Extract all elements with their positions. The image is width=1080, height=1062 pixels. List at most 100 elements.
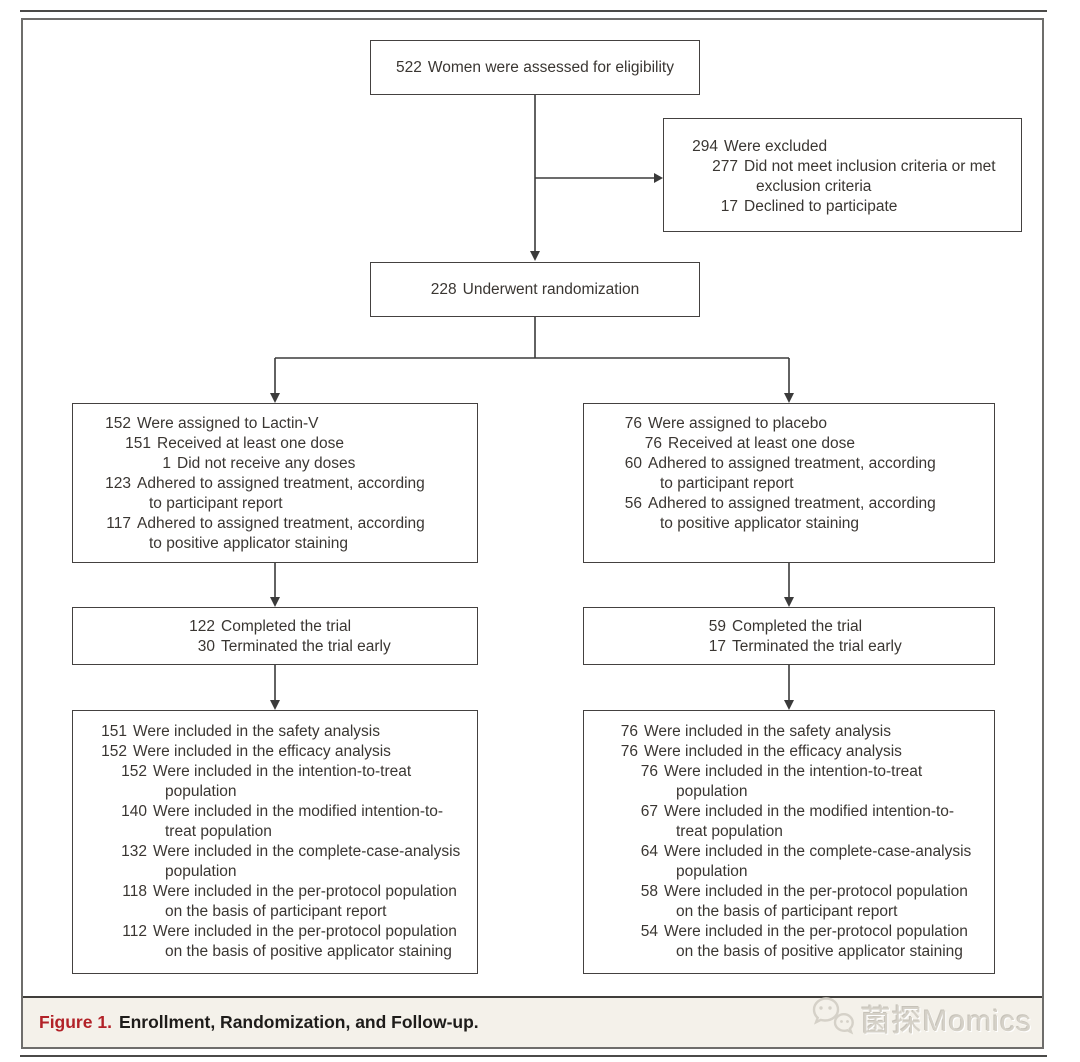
- flow-line-text: population: [165, 863, 237, 880]
- figure-caption-label: Figure 1.: [39, 1012, 112, 1032]
- flow-line-text: Adhered to assigned treatment, according: [137, 515, 425, 532]
- flow-line: on the basis of participant report: [117, 902, 471, 922]
- flow-line-text: Were included in the modified intention-…: [153, 803, 444, 820]
- flow-line-count: 152: [101, 743, 127, 760]
- arrowhead-right: [654, 173, 663, 183]
- flow-line: population: [628, 782, 988, 802]
- flow-line-text: to participant report: [149, 495, 283, 512]
- flow-line-count: 294: [692, 138, 718, 155]
- flow-line-count: 17: [720, 198, 738, 215]
- flow-line-count: 59: [708, 618, 726, 635]
- flow-line-count: 54: [640, 923, 658, 940]
- arrowhead-down: [270, 393, 280, 403]
- flow-line-count: 76: [620, 743, 638, 760]
- flow-line: 151 Were included in the safety analysis: [97, 722, 471, 742]
- arrowhead-down: [270, 597, 280, 607]
- flow-line-count: 118: [122, 883, 147, 900]
- bottom-rule: [20, 1055, 1047, 1057]
- flow-line: on the basis of participant report: [628, 902, 988, 922]
- flow-line-count: 277: [712, 158, 738, 175]
- flow-line: 76 Were included in the safety analysis: [608, 722, 988, 742]
- flow-line-count: 152: [121, 763, 147, 780]
- flow-line: to positive applicator staining: [101, 534, 469, 554]
- flow-line-text: exclusion criteria: [756, 178, 872, 195]
- flow-line-text: Were included in the intention-to-treat: [664, 763, 923, 780]
- flow-line-text: on the basis of participant report: [165, 903, 387, 920]
- flow-line-count: 76: [624, 415, 642, 432]
- flow-line-count: 64: [640, 843, 658, 860]
- flow-line-count: 76: [620, 723, 638, 740]
- flow-line-text: on the basis of positive applicator stai…: [676, 943, 963, 960]
- flow-line: 1 Did not receive any doses: [141, 454, 469, 474]
- flow-line: population: [117, 782, 471, 802]
- flow-line-count: 132: [121, 843, 147, 860]
- flow-line-text: population: [165, 783, 237, 800]
- flow-line-text: Were included in the safety analysis: [133, 723, 380, 740]
- flow-line-text: Did not meet inclusion criteria or met: [744, 158, 996, 175]
- arrowhead-down: [784, 393, 794, 403]
- flow-line-count: 112: [122, 923, 147, 940]
- flow-line: 151 Received at least one dose: [121, 434, 469, 454]
- flow-line-text: to positive applicator staining: [660, 515, 860, 532]
- flow-line-text: Underwent randomization: [462, 280, 640, 298]
- flow-box-randomization: 228 Underwent randomization: [370, 262, 700, 317]
- flow-line: 76 Were included in the efficacy analysis: [608, 742, 988, 762]
- flow-line-text: population: [676, 783, 748, 800]
- flow-line-text: Were assigned to Lactin-V: [137, 415, 319, 432]
- flow-line-text: to participant report: [660, 475, 794, 492]
- flow-line-count: 58: [640, 883, 658, 900]
- flow-line-text: Were included in the per-protocol popula…: [153, 883, 457, 900]
- flow-line-text: Were included in the per-protocol popula…: [664, 923, 968, 940]
- flow-line: to participant report: [612, 474, 986, 494]
- flow-line: population: [628, 862, 988, 882]
- flow-line-count: 228: [430, 280, 457, 298]
- flow-line-count: 67: [640, 803, 658, 820]
- flow-line-text: Were excluded: [724, 138, 828, 155]
- arrowhead-down: [784, 597, 794, 607]
- flow-line: to participant report: [101, 494, 469, 514]
- flow-line-count: 76: [644, 435, 662, 452]
- flow-line-text: population: [676, 863, 748, 880]
- flow-line-count: 151: [101, 723, 127, 740]
- flow-line: treat population: [117, 822, 471, 842]
- top-rule: [20, 10, 1047, 12]
- flow-line-text: Terminated the trial early: [221, 638, 391, 655]
- figure-caption-title: Enrollment, Randomization, and Follow-up…: [118, 1012, 479, 1032]
- flow-line: population: [117, 862, 471, 882]
- flow-line-text: Were included in the safety analysis: [644, 723, 891, 740]
- flow-line-count: 522: [396, 58, 422, 76]
- flow-line: on the basis of positive applicator stai…: [628, 942, 988, 962]
- flow-line-text: Received at least one dose: [157, 435, 344, 452]
- flow-line-count: 1: [162, 455, 171, 472]
- flow-line-text: Were included in the efficacy analysis: [644, 743, 902, 760]
- flow-line-text: treat population: [676, 823, 783, 840]
- flow-line-count: 151: [125, 435, 151, 452]
- flow-line-count: 122: [189, 618, 215, 635]
- flow-line-text: Adhered to assigned treatment, according: [137, 475, 425, 492]
- flow-line: to positive applicator staining: [612, 514, 986, 534]
- flow-line-text: Were included in the complete-case-analy…: [153, 843, 461, 860]
- flow-line-text: Did not receive any doses: [177, 455, 356, 472]
- flow-connectors: [270, 95, 794, 710]
- figure-caption-band: Figure 1. Enrollment, Randomization, and…: [23, 996, 1042, 1047]
- flow-line-text: on the basis of positive applicator stai…: [165, 943, 452, 960]
- flow-line-text: Adhered to assigned treatment, according: [648, 455, 936, 472]
